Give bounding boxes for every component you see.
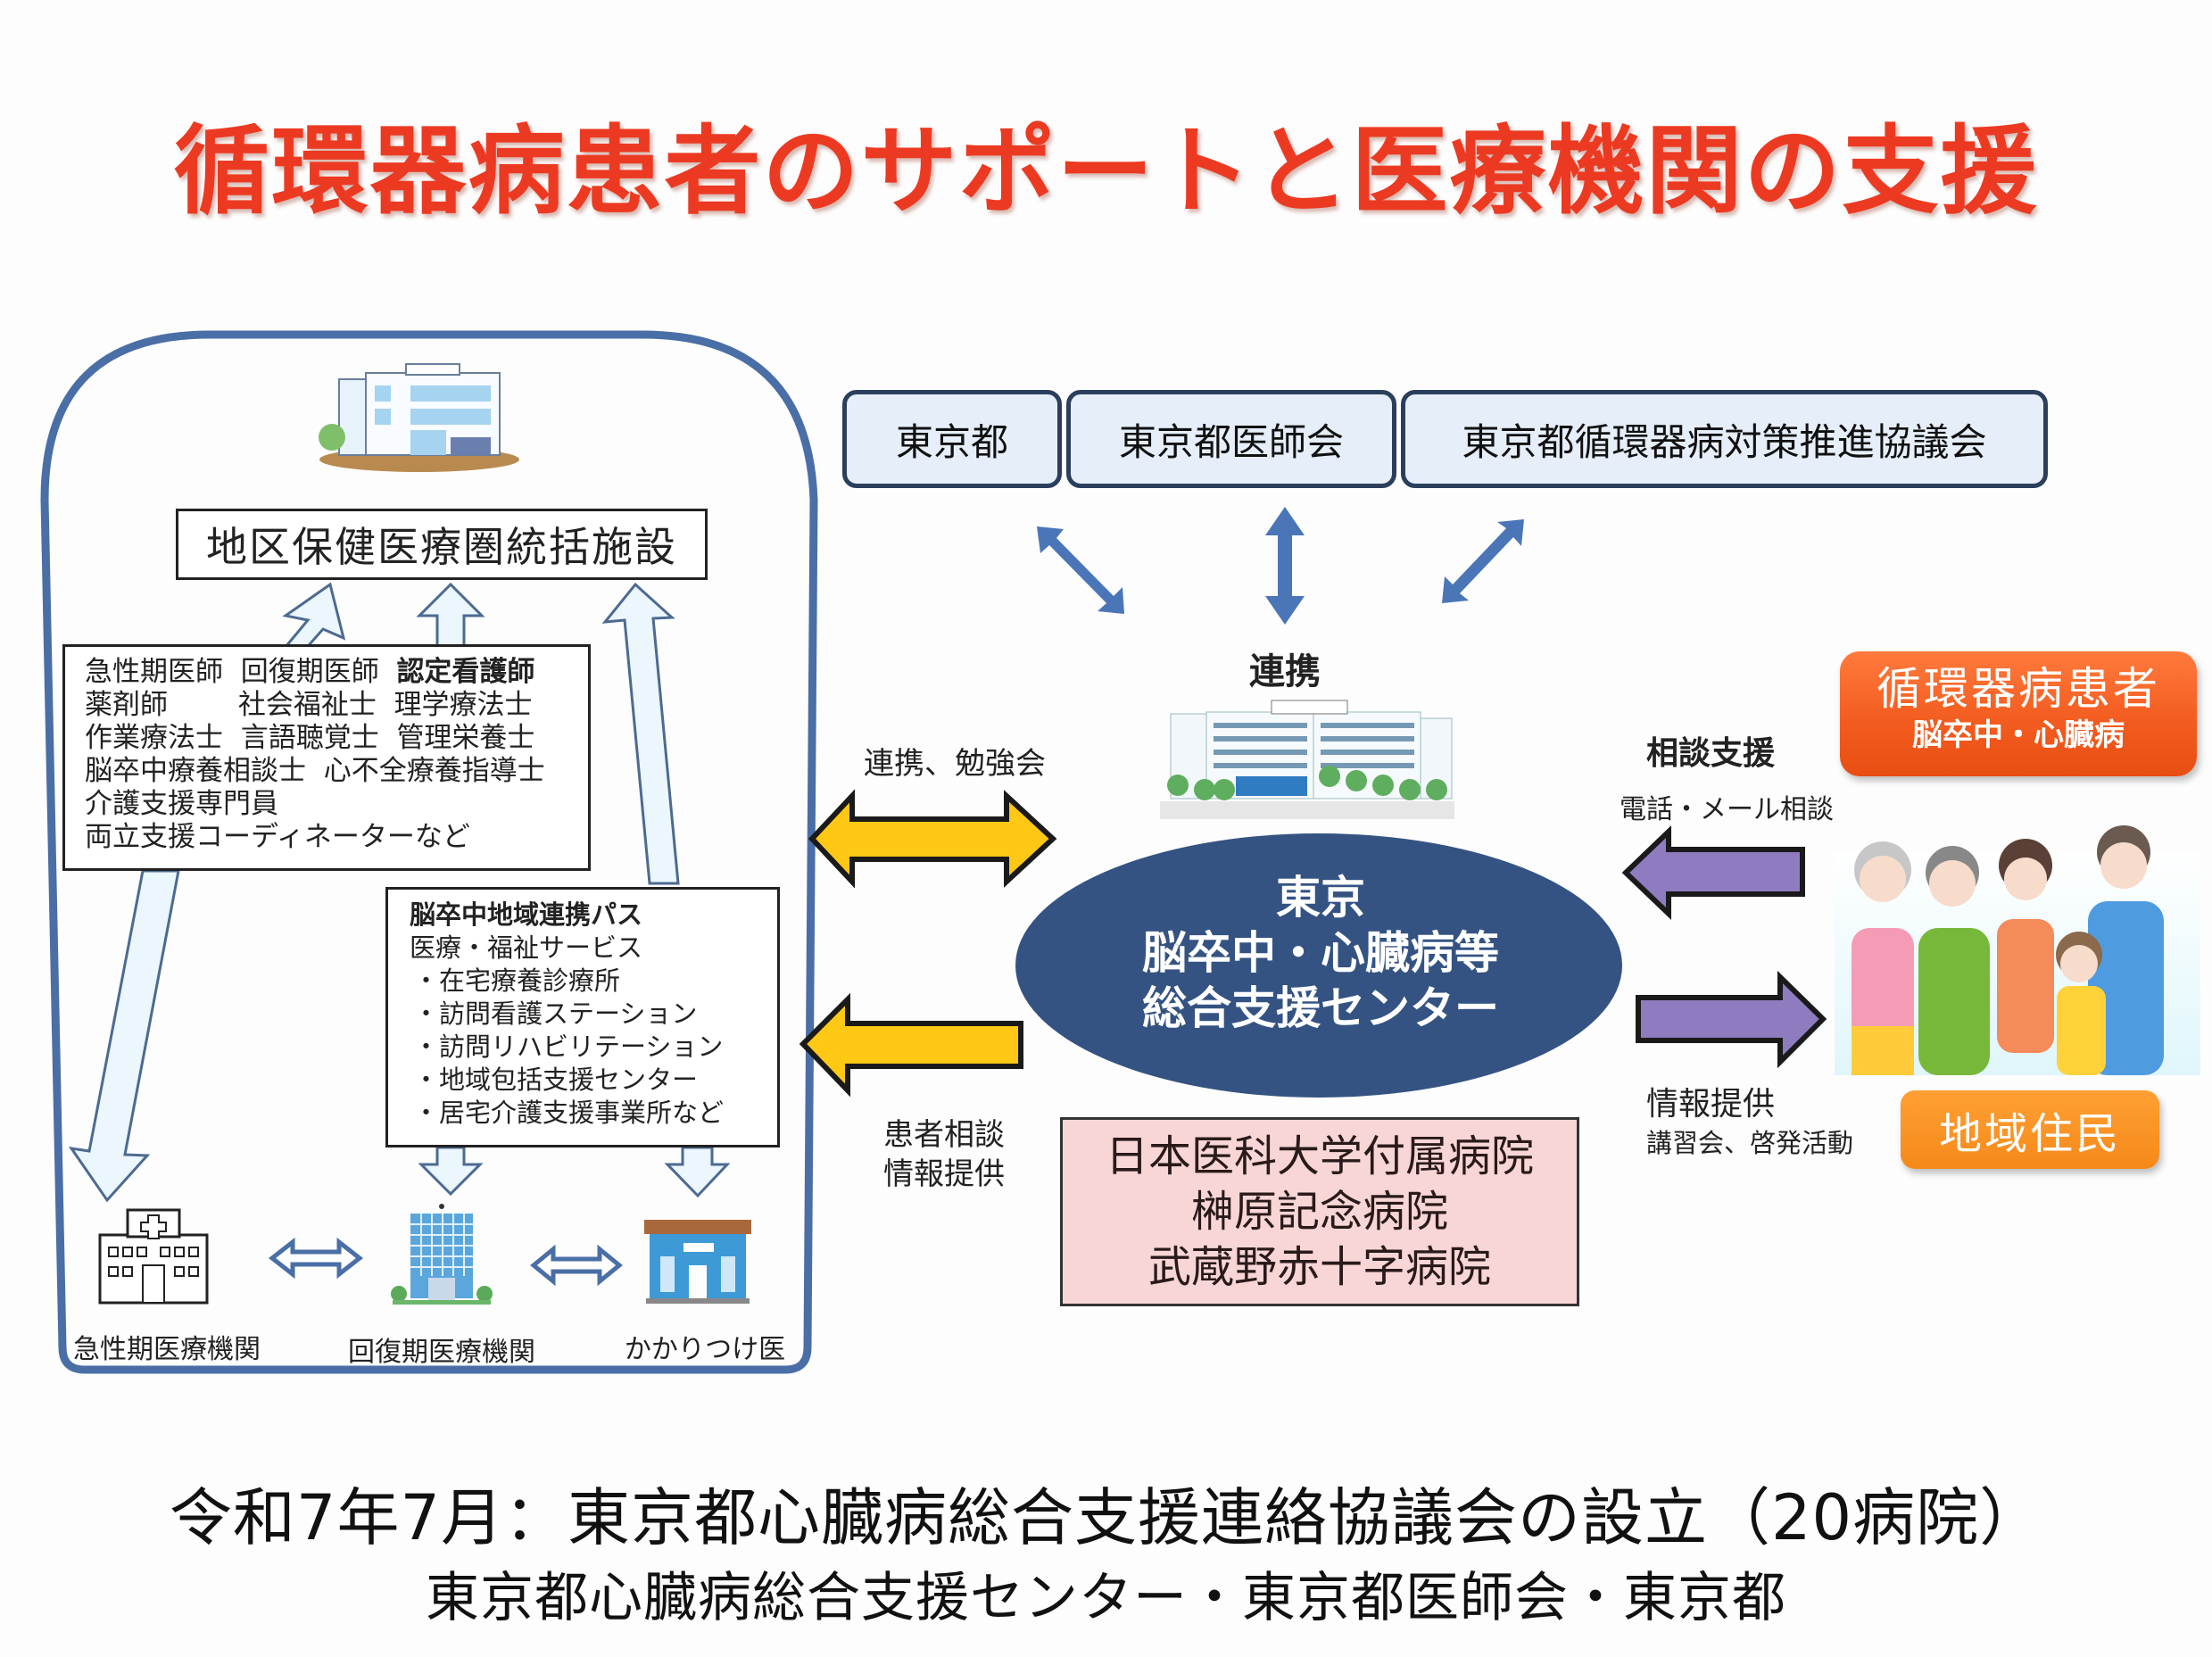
tall-building-icon [391,1204,493,1305]
staff-item: 心不全療養指導士 [323,755,545,787]
staff-row: 作業療法士 言語聴覚士 管理栄養士 [85,722,568,755]
purple-right-arrow [1636,970,1827,1069]
region-container [40,330,818,1374]
facility-building-icon [319,363,519,472]
footer-line-1: 令和7年7月：東京都心臓病総合支援連絡協議会の設立（20病院） [169,1481,2043,1554]
down-arrow-recovery [418,1146,484,1197]
family-doctor-label: かかりつけ医 [624,1334,786,1365]
staff-item: 介護支援専門員 [85,788,278,820]
patient-box-title: 循環器病患者 [1876,663,2160,715]
down-arrow-clinic [664,1146,731,1198]
up-arrow-2 [416,582,485,649]
consult-support-sub: 電話・メール相談 [1620,794,1834,825]
yellow-double-arrow [808,789,1057,889]
resident-box: 地域住民 [1901,1090,2159,1169]
hospital-name: 日本医科大学付属病院 [1105,1131,1534,1181]
patient-consult-line: 患者相談 [883,1117,1005,1153]
staff-item: 脳卒中療養相談士 [85,755,306,787]
pathway-item: ・訪問看護ステーション [413,998,698,1029]
staff-item: 理学療法士 [394,689,533,721]
support-center-name: 東京 脳卒中・心臓病等 総合支援センター [1017,870,1624,1036]
staff-item: 作業療法士 [85,722,223,754]
center-line: 東京 [1276,872,1365,924]
staff-item: 社会福祉士 [237,689,377,721]
staff-row: 急性期医師 回復期医師 認定看護師 [85,656,568,689]
pathway-item: ・居宅介護支援事業所など [413,1098,725,1128]
org-tokyo-medical-association: 東京都医師会 [1066,390,1396,488]
info-provision-sub: 講習会、啓発活動 [1646,1128,1854,1158]
up-arrow-1 [282,582,346,653]
org-connector-arrows [1037,507,1524,625]
people-group-icon [1835,825,2200,1075]
pathway-item: ・訪問リハビリテーション [413,1031,724,1062]
staff-item: 管理栄養士 [396,722,535,754]
staff-item: 言語聴覚士 [240,722,379,754]
yellow-left-arrow [799,992,1023,1098]
staff-item: 両立支援コーディネーターなど [85,821,470,853]
patient-box-sub: 脳卒中・心臓病 [1912,717,2125,753]
up-arrows [282,582,680,885]
page-title: 循環器病患者のサポートと医療機関の支援 [173,116,2039,228]
center-ellipse [1015,833,1622,1098]
vertical-arrow [1265,507,1305,625]
staff-row: 介護支援専門員 [85,788,568,821]
hospital-name: 榊原記念病院 [1190,1187,1448,1237]
staff-item: 回復期医師 [240,656,379,688]
patient-box: 循環器病患者 脳卒中・心臓病 [1840,651,2197,776]
staff-list-box: 急性期医師 回復期医師 認定看護師 薬剤師 社会福祉士 理学療法士 作業療法士 … [62,644,591,871]
renkei-label: 連携 [1249,651,1321,692]
pathway-title: 脳卒中地域連携パス [410,899,643,930]
purple-left-arrow [1621,824,1805,921]
staff-row: 薬剤師 社会福祉士 理学療法士 [85,689,568,722]
org-tokyo: 東京都 [842,390,1062,488]
info-provision-line: 情報提供 [883,1156,1005,1192]
hospital-name: 武蔵野赤十字病院 [1147,1242,1491,1292]
pathway-subtitle: 医療・福祉サービス [410,932,643,963]
staff-item-bold: 認定看護師 [396,656,535,688]
hospital-cross-icon [98,1208,209,1305]
staff-row: 脳卒中療養相談士 心不全療養指導士 [85,755,568,788]
hospitals-box: 日本医科大学付属病院 榊原記念病院 武蔵野赤十字病院 [1060,1117,1579,1306]
cooperation-study-label: 連携、勉強会 [864,746,1046,782]
staff-row: 両立支援コーディネーターなど [85,821,568,854]
down-arrow-acute [68,869,180,1203]
double-arrow-acute-recovery [268,1237,364,1280]
patient-consult-label: 患者相談 情報提供 [883,1115,1005,1194]
up-arrow-3 [601,582,680,885]
pathway-item: ・在宅療養診療所 [413,965,621,996]
university-hospital-icon [1160,700,1454,819]
center-line: 総合支援センター [1142,982,1499,1034]
staff-item: 急性期医師 [85,656,223,688]
clinic-icon [644,1220,751,1304]
footer-line-2: 東京都心臓病総合支援センター・東京都医師会・東京都 [426,1567,1786,1629]
consult-support-title: 相談支援 [1646,735,1776,772]
info-provision-title: 情報提供 [1646,1086,1776,1123]
stroke-pathway-box: 脳卒中地域連携パス 医療・福祉サービス ・在宅療養診療所 ・訪問看護ステーション… [385,887,780,1147]
recovery-care-label: 回復期医療機関 [348,1337,535,1368]
pathway-item: ・地域包括支援センター [413,1065,699,1095]
acute-care-label: 急性期医療機関 [73,1334,261,1365]
org-cardio-council: 東京都循環器病対策推進協議会 [1401,390,2048,488]
diag-arrow-right [1442,519,1524,603]
staff-item: 薬剤師 [85,689,168,721]
double-arrow-recovery-clinic [530,1244,623,1287]
center-line: 脳卒中・心臓病等 [1142,927,1499,979]
diag-arrow-left [1037,526,1124,614]
regional-facility-label: 地区保健医療圏統括施設 [176,509,708,580]
